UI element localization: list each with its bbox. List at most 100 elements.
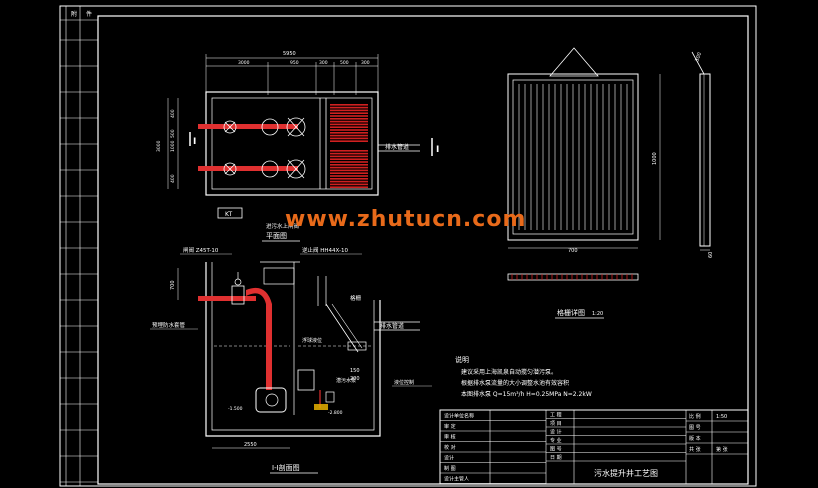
title-block-right-value: 1:50 xyxy=(716,414,727,420)
plan-grating-bar xyxy=(330,109,368,112)
plan-grating-bar xyxy=(330,120,368,123)
side-header-2: 件 xyxy=(86,10,92,18)
section-view: 排水管道 闸阀 Z45T-10 逆止阀 HH44X-10 预埋防水套管 格栅 浮… xyxy=(150,222,432,474)
plan-grating-bar xyxy=(330,150,368,152)
plan-grating-bar xyxy=(330,123,368,126)
title-block-mid-label: 工 程 xyxy=(550,412,562,419)
section-label-valve1: 闸阀 Z45T-10 xyxy=(183,246,219,254)
title-block-left-label: 设计主管人 xyxy=(444,476,469,483)
section-elev-1: -1.500 xyxy=(228,406,243,412)
grating-rail xyxy=(507,273,639,281)
grating-frame-inner xyxy=(512,79,634,235)
side-strip: 附 件 xyxy=(60,6,98,486)
plan-view: 5950 3000 950 300 500 300 3000 400 1000 … xyxy=(156,51,439,242)
section-label-valve2: 逆止阀 HH44X-10 xyxy=(302,246,348,254)
plan-kt-label: KT xyxy=(225,211,232,218)
plan-outlet-label: 排水管道 xyxy=(385,143,409,151)
section-outer-wall xyxy=(205,262,381,437)
section-label-pump: 潜污水泵 xyxy=(336,377,356,384)
plan-section-mark-left: I xyxy=(193,137,196,147)
title-block-right-label: 版 本 xyxy=(689,435,701,442)
section-label-level: 液位控制 xyxy=(394,379,414,386)
plan-left-dim-4: 400 xyxy=(170,174,176,183)
grating-detail: 700 1000 格栅详图 1:20 300 60 xyxy=(507,47,714,319)
plan-pipe-upper xyxy=(198,117,306,137)
inner-frame xyxy=(97,15,749,485)
section-riser-pipe xyxy=(246,287,272,390)
notes-heading: 说明 xyxy=(455,355,469,364)
title-block-mid-label: 日 期 xyxy=(550,455,562,461)
plan-grating-bar xyxy=(330,180,368,183)
plan-grating-bar xyxy=(330,186,368,188)
plan-grating-bar xyxy=(330,104,368,106)
plan-section-mark-right: I xyxy=(436,145,439,155)
plan-grating-bar xyxy=(330,115,368,117)
plan-dim-5: 300 xyxy=(361,60,370,66)
plan-grating-bar xyxy=(330,183,368,186)
section-shaft xyxy=(263,267,295,285)
title-block-left-label: 设计单位名称 xyxy=(444,413,474,420)
grating-width-dim: 700 xyxy=(568,248,578,254)
title-block-left-label: 制 图 xyxy=(444,465,456,472)
plan-grating-bar xyxy=(330,164,368,166)
section-elev-2: -2.800 xyxy=(328,410,343,416)
plan-grating-bar xyxy=(330,155,368,158)
watermark: www.zhutucn.com xyxy=(285,207,527,232)
section-dim-width: 2550 xyxy=(244,442,257,448)
plan-title: 平面图 xyxy=(266,232,287,240)
side-header-1: 附 xyxy=(71,10,77,18)
plan-left-dim-3: 500 xyxy=(170,129,176,138)
section-inlet-pipe xyxy=(198,296,256,301)
title-block-right-label: 比 例 xyxy=(689,413,701,420)
title-block-mid-label: 项 目 xyxy=(550,421,562,427)
section-title: I-I剖面图 xyxy=(272,463,300,472)
section-dim-height: 700 xyxy=(170,280,176,290)
plan-grating-bar xyxy=(330,132,368,134)
section-dim-200: 200 xyxy=(350,376,360,382)
section-label-float: 浮球液位 xyxy=(302,337,322,344)
plan-outer-wall xyxy=(205,91,379,196)
plan-grating-bar xyxy=(330,175,368,177)
plan-dim-1: 3000 xyxy=(238,60,250,66)
plan-dim-total: 5950 xyxy=(283,51,296,57)
plan-left-dim-1: 400 xyxy=(170,109,176,118)
section-dim-150: 150 xyxy=(350,368,360,374)
title-block-mid-label: 设 计 xyxy=(550,429,562,436)
section-label-grid: 格栅 xyxy=(350,294,362,302)
notes: 说明 建议采用上海凯泉自动搅匀潜污泵。 根据排水泵流量的大小调整水池有效容积 本… xyxy=(455,355,592,398)
grating-side-view xyxy=(699,73,711,247)
grating-height-dim: 1000 xyxy=(652,152,658,165)
plan-grating-bar xyxy=(330,169,368,172)
plan-grating-bar xyxy=(330,106,368,109)
grating-scale: 1:20 xyxy=(592,311,603,317)
title-block-left-label: 审 定 xyxy=(444,423,456,430)
grating-side-dim-bottom: 60 xyxy=(708,252,714,258)
plan-grating-bar xyxy=(330,152,368,155)
section-label-pre: 预埋防水套管 xyxy=(152,321,186,329)
plan-grating-bar xyxy=(330,158,368,160)
plan-grating-bar xyxy=(330,161,368,163)
plan-left-dim-2: 1000 xyxy=(170,140,176,152)
title-block-mid-label: 图 号 xyxy=(550,447,562,453)
plan-grating-bar xyxy=(330,137,368,140)
plan-grating-bar xyxy=(330,178,368,180)
title-block-left-label: 设计 xyxy=(444,455,454,462)
plan-kt-box xyxy=(217,207,243,219)
title-block-left-label: 审 核 xyxy=(444,434,456,441)
title-block-drawing-title: 污水提升井工艺图 xyxy=(594,468,658,478)
plan-grating-bar xyxy=(330,118,368,120)
plan-grating-bar xyxy=(330,129,368,131)
grating-side-dim-top: 300 xyxy=(694,52,703,63)
grating-frame-outer xyxy=(507,73,639,241)
plan-grating-bar xyxy=(330,140,368,142)
plan-grating-bar xyxy=(330,166,368,169)
plan-left-total: 3000 xyxy=(156,140,162,152)
section-outlet-label: 排水管道 xyxy=(380,322,404,330)
plan-grating-bar xyxy=(330,134,368,137)
notes-line-3: 本图排水泵 Q=15m³/h H=0.25MPa N=2.2kW xyxy=(461,390,592,398)
title-block-left-label: 校 对 xyxy=(444,444,456,451)
plan-dim-4: 500 xyxy=(340,60,349,66)
plan-inner-wall xyxy=(211,97,373,190)
